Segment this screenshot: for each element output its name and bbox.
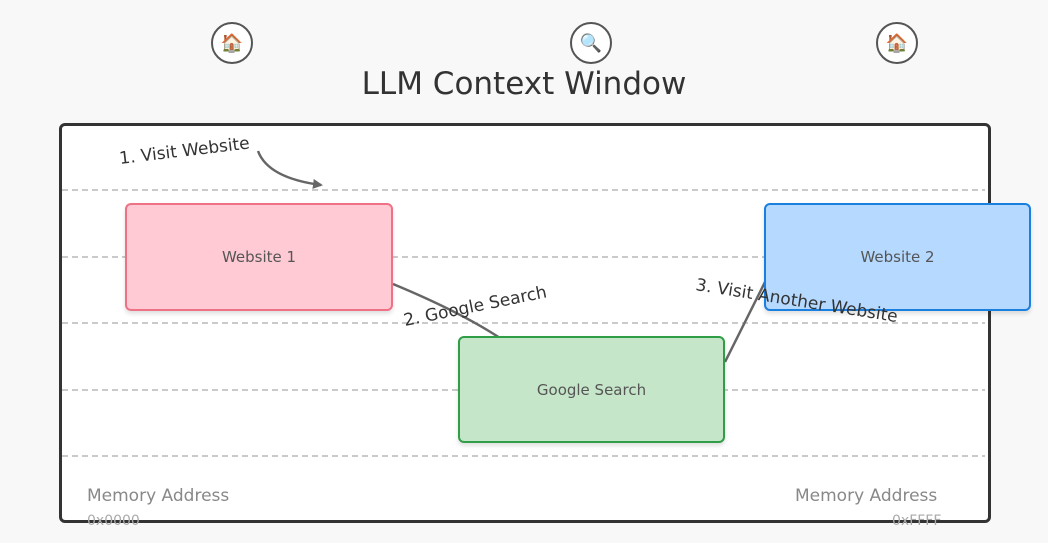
memory-start-label: Memory Address bbox=[87, 486, 230, 506]
step-3-label: 3. Visit Another Website bbox=[694, 275, 899, 327]
memory-end-address: 0xFFFF bbox=[892, 513, 942, 529]
home-icon: 🏠 bbox=[211, 22, 253, 64]
search-icon: 🔍 bbox=[570, 22, 612, 64]
website-1-box: Website 1 bbox=[125, 203, 393, 311]
home-icon: 🏠 bbox=[876, 22, 918, 64]
diagram-title: LLM Context Window bbox=[361, 66, 687, 102]
memory-end-label: Memory Address bbox=[795, 486, 938, 506]
website-2-box: Website 2 bbox=[764, 203, 1031, 311]
memory-start-address: 0x0000 bbox=[87, 513, 140, 529]
google-search-box: Google Search bbox=[458, 336, 725, 443]
step-1-arrow bbox=[256, 150, 323, 189]
